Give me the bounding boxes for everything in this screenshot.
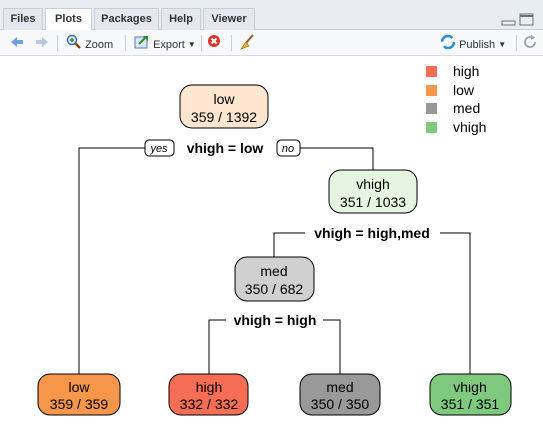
edge-vhigh-leaf-vhigh (440, 232, 471, 376)
node-count: 332 / 332 (180, 396, 239, 412)
legend-label-vhigh: vhigh (453, 119, 486, 135)
tab-help[interactable]: Help (161, 8, 201, 30)
zoom-button[interactable]: Zoom (66, 34, 113, 52)
publish-label: Publish (459, 39, 496, 51)
plot-area: high low med vhigh yes no vhigh = low vh… (37, 63, 512, 416)
node-root: low 359 / 1392 (179, 84, 269, 129)
minimize-icon[interactable] (501, 20, 516, 26)
legend-label-high: high (453, 63, 479, 79)
node-class: med (326, 379, 353, 395)
export-button[interactable]: Export ▼ (134, 34, 196, 52)
leaf-med: med 350 / 350 (299, 373, 381, 416)
node-class: low (68, 379, 90, 395)
tab-packages[interactable]: Packages (94, 8, 159, 30)
node-count: 351 / 351 (441, 396, 500, 412)
edge-root-vhigh (300, 147, 374, 170)
tree-edges (78, 147, 471, 376)
tab-plots[interactable]: Plots (45, 8, 92, 31)
node-class: med (260, 263, 287, 279)
leaf-vhigh: vhigh 351 / 351 (429, 373, 512, 416)
export-icon (134, 34, 150, 56)
split-label-vhigh-node: vhigh = high,med (314, 225, 430, 241)
legend-item-med: med (426, 100, 480, 116)
tab-files[interactable]: Files (3, 8, 43, 30)
edge-vhigh-med (273, 232, 305, 257)
node-count: 350 / 350 (311, 396, 370, 412)
node-class: high (196, 379, 222, 395)
split-label-med-node: vhigh = high (234, 312, 317, 328)
publish-icon (440, 34, 456, 56)
zoom-icon (66, 34, 82, 56)
svg-text:no: no (282, 143, 294, 155)
edge-med-leaf-med (323, 319, 341, 374)
node-class: vhigh (356, 176, 389, 192)
publish-button[interactable]: Publish ▼ (440, 34, 506, 52)
legend-swatch-med (426, 103, 437, 114)
zoom-label: Zoom (85, 39, 114, 51)
node-count: 359 / 1392 (191, 109, 257, 125)
chevron-down-icon: ▼ (187, 40, 196, 49)
node-count: 359 / 359 (50, 396, 109, 412)
no-label: no (276, 139, 301, 157)
legend-swatch-low (426, 85, 437, 96)
svg-text:yes: yes (149, 143, 168, 155)
broom-icon[interactable] (239, 34, 256, 52)
maximize-icon[interactable] (519, 13, 534, 26)
remove-plot-icon[interactable] (207, 34, 223, 52)
chevron-down-icon: ▼ (498, 40, 507, 49)
node-count: 351 / 1033 (340, 194, 406, 210)
legend-label-low: low (453, 82, 475, 98)
window-controls (501, 13, 537, 32)
legend-label-med: med (453, 100, 480, 116)
yes-label: yes (144, 139, 175, 157)
node-vhigh: vhigh 351 / 1033 (328, 169, 418, 214)
edge-med-leaf-high (208, 319, 226, 374)
legend-swatch-high (426, 66, 437, 77)
node-class: vhigh (453, 379, 486, 395)
node-count: 350 / 682 (245, 281, 304, 297)
legend-item-low: low (426, 82, 475, 98)
tab-viewer[interactable]: Viewer (203, 8, 255, 30)
refresh-icon[interactable] (522, 34, 538, 52)
back-arrow-icon[interactable] (9, 34, 25, 52)
node-class: low (213, 91, 235, 107)
node-med: med 350 / 682 (234, 256, 315, 302)
split-label-root: vhigh = low (187, 140, 264, 156)
leaf-low: low 359 / 359 (37, 373, 121, 416)
legend-swatch-vhigh (426, 122, 437, 133)
export-label: Export (153, 39, 185, 51)
forward-arrow-icon[interactable] (34, 34, 50, 52)
legend-item-high: high (426, 63, 479, 79)
legend-item-vhigh: vhigh (426, 119, 486, 135)
leaf-high: high 332 / 332 (168, 373, 249, 416)
plots-toolbar: Zoom Export ▼ Publish ▼ (0, 30, 543, 56)
edge-root-leaf-low (78, 147, 145, 376)
pane-tabbar: Files Plots Packages Help Viewer (0, 0, 543, 32)
legend: high low med vhigh (426, 63, 486, 135)
